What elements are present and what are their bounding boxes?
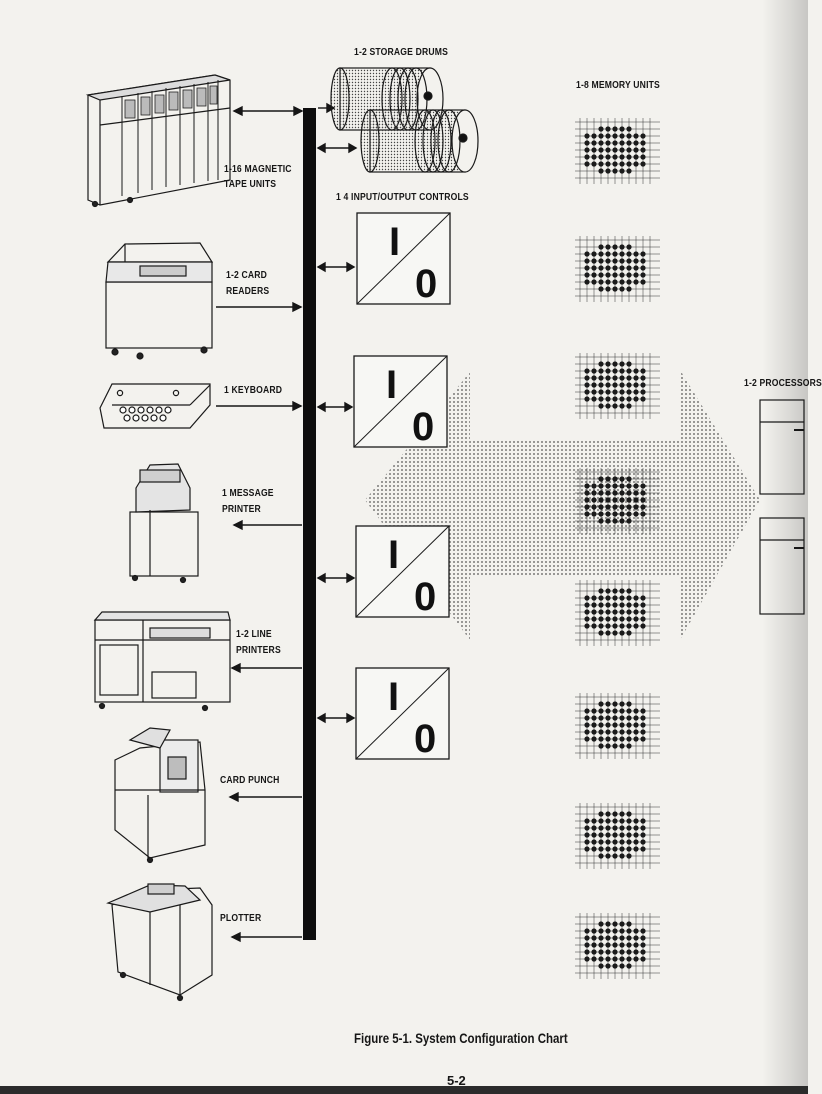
io-glyph-top: I: [386, 363, 397, 407]
memory-unit: [575, 580, 660, 646]
io-control-box: I0: [353, 355, 448, 449]
card-readers-label-line2: READERS: [226, 285, 270, 297]
tape-units-label-line1: 1-16 MAGNETIC: [224, 163, 292, 175]
memory-unit: [575, 353, 660, 419]
io-control-box: I0: [355, 525, 450, 619]
message-printer-illustration: [129, 463, 199, 584]
io-glyph-top: I: [388, 675, 399, 719]
io-glyph-bottom: 0: [414, 575, 436, 619]
io-glyph-bottom: 0: [412, 405, 434, 449]
figure-caption: Figure 5-1. System Configuration Chart: [354, 1030, 568, 1046]
io-glyph-top: I: [389, 220, 400, 264]
memory-units-illustration: [575, 118, 660, 979]
data-flow-arrow: [365, 370, 760, 640]
memory-unit: [575, 693, 660, 759]
line-printers-label-line2: PRINTERS: [236, 644, 281, 656]
memory-unit: [575, 118, 660, 184]
memory-units-label: 1-8 MEMORY UNITS: [576, 79, 660, 91]
io-control-box: I0: [356, 212, 451, 306]
memory-unit: [575, 468, 660, 534]
processors-label: 1-2 PROCESSORS: [744, 377, 822, 389]
keyboard-illustration: [99, 383, 211, 429]
scan-bottom-edge: [0, 1086, 808, 1094]
message-printer-label-line2: PRINTER: [222, 503, 261, 515]
line-printers-label-line1: 1-2 LINE: [236, 628, 272, 640]
memory-unit: [575, 913, 660, 979]
connection-arrows: [216, 102, 358, 943]
line-printers-illustration: [93, 611, 231, 712]
card-readers-label-line1: 1-2 CARD: [226, 269, 268, 281]
storage-drums-label: 1-2 STORAGE DRUMS: [354, 46, 449, 58]
io-control-box: I0: [355, 667, 450, 761]
processors-illustration: [759, 399, 805, 615]
storage-drums-illustration: [330, 67, 479, 173]
memory-unit: [575, 803, 660, 869]
io-glyph-bottom: 0: [414, 717, 436, 761]
magnetic-tape-units-illustration: [85, 74, 231, 208]
io-glyph-top: I: [388, 533, 399, 577]
card-punch-illustration: [114, 727, 206, 864]
card-readers-illustration: [105, 242, 214, 360]
system-bus: [303, 108, 316, 940]
io-glyph-bottom: 0: [415, 262, 437, 306]
plotter-illustration: [106, 883, 213, 1002]
keyboard-label: 1 KEYBOARD: [224, 384, 283, 396]
message-printer-label-line1: 1 MESSAGE: [222, 487, 274, 499]
page-number: 5-2: [447, 1073, 466, 1088]
io-controls-label: 1 4 INPUT/OUTPUT CONTROLS: [336, 191, 469, 203]
tape-units-label-line2: TAPE UNITS: [224, 178, 277, 190]
plotter-label: PLOTTER: [220, 912, 262, 924]
card-punch-label: CARD PUNCH: [220, 774, 280, 786]
memory-unit: [575, 236, 660, 302]
